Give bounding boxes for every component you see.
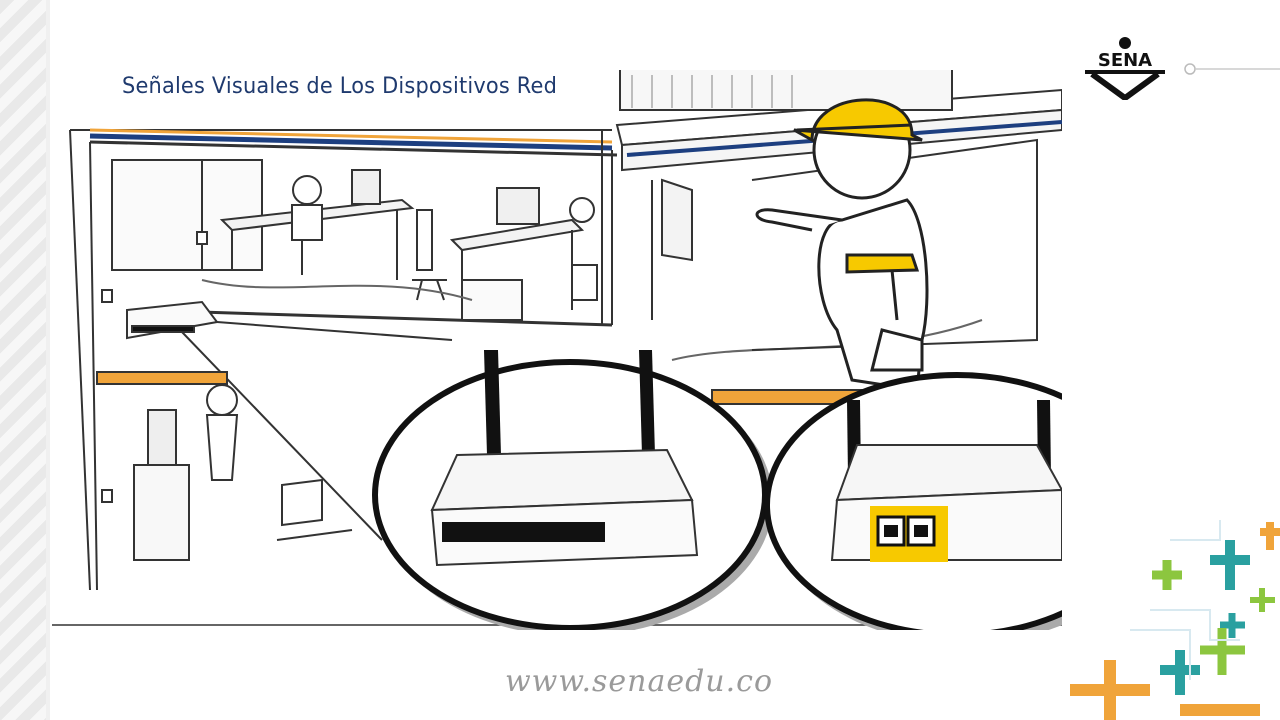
router-front-icon: [372, 350, 773, 630]
left-edge: [46, 0, 50, 720]
sena-logo-icon: SENA: [1085, 37, 1165, 100]
network-illustration: [52, 70, 1062, 630]
footer-url: www.senaedu.co: [504, 664, 774, 699]
router-back-icon: [764, 372, 1062, 630]
decorative-crosses: [1070, 520, 1280, 720]
slide-title: Señales Visuales de Los Dispositivos Red: [122, 74, 558, 99]
logo-text: SENA: [1098, 50, 1152, 71]
left-decorative-stripe: [0, 0, 46, 720]
header-rule: [1184, 63, 1280, 75]
